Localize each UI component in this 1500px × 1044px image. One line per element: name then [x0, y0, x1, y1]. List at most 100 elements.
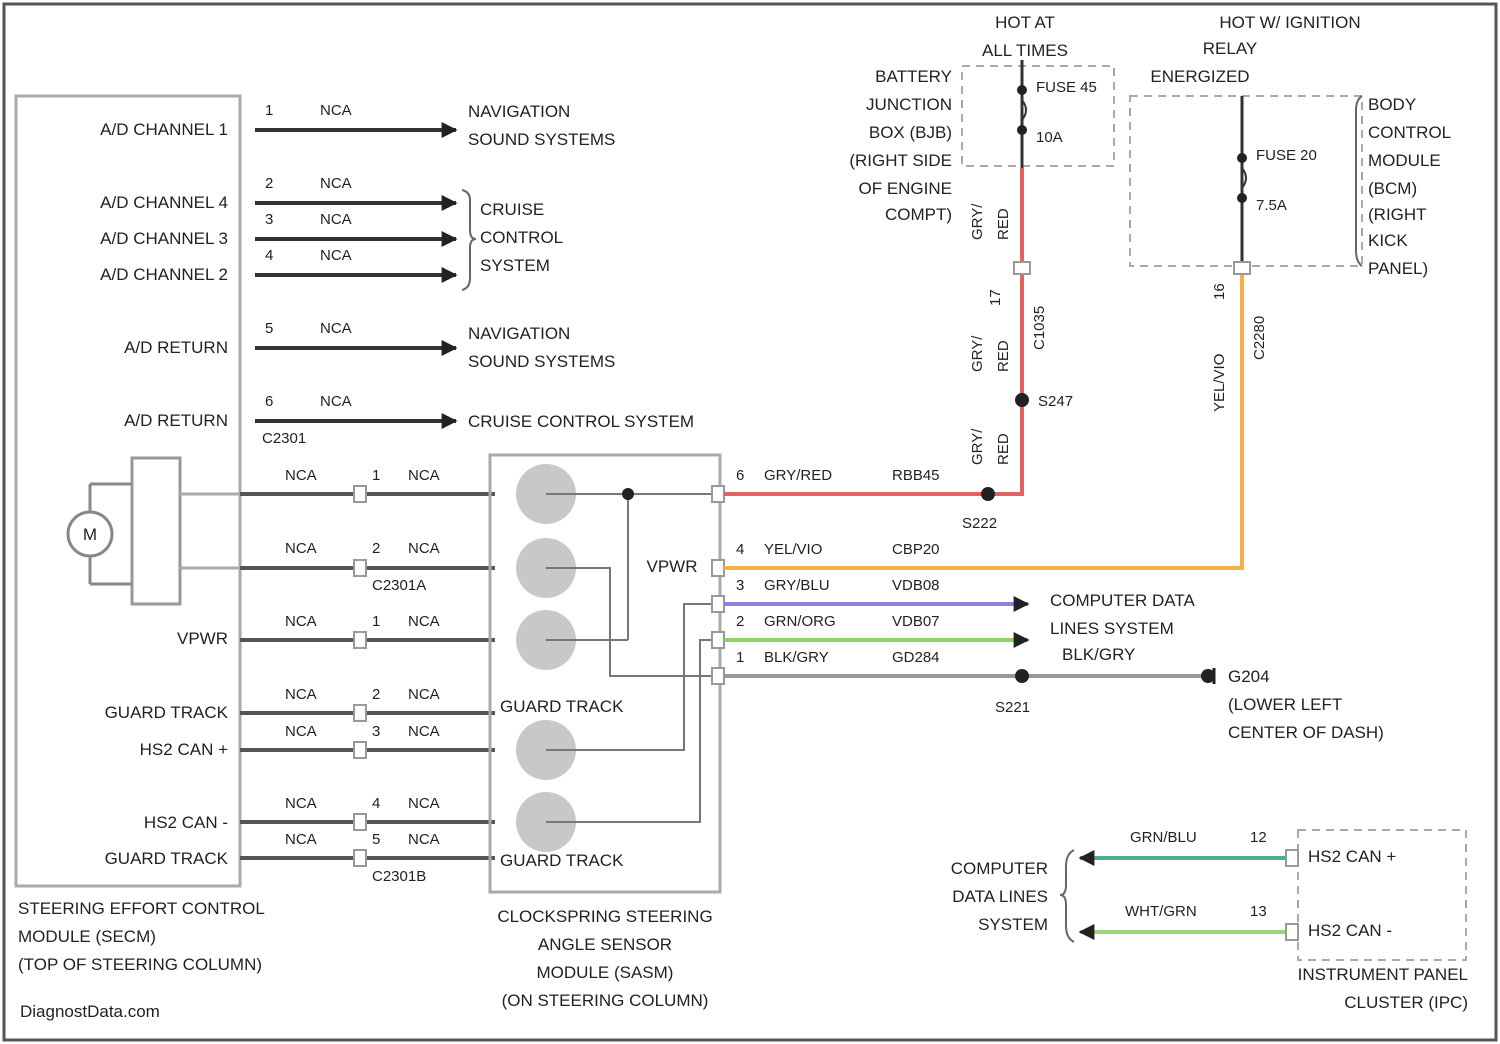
svg-text:ANGLE SENSOR: ANGLE SENSOR [538, 935, 672, 954]
circuit-code: NCA [408, 723, 440, 740]
g204-location: (LOWER LEFT [1228, 695, 1342, 714]
svg-text:PANEL): PANEL) [1368, 259, 1428, 278]
splice-s247 [1015, 393, 1029, 407]
wire-color: BLK/GRY [764, 649, 829, 666]
pin-number: 6 [265, 393, 273, 410]
wire-color: YEL/VIO [764, 541, 822, 558]
svg-text:HOT W/ IGNITION: HOT W/ IGNITION [1219, 13, 1360, 32]
pin-number: 2 [372, 540, 380, 557]
ipc-name: INSTRUMENT PANEL [1298, 965, 1468, 984]
ipc-wire-color: WHT/GRN [1125, 903, 1197, 920]
connector-c2301: C2301 [262, 430, 306, 447]
power-section: HOT AT ALL TIMES HOT W/ IGNITION RELAY E… [849, 13, 1451, 465]
ad-channel-2-label: A/D CHANNEL 2 [100, 265, 228, 284]
connector-c2301b: C2301B [372, 868, 426, 885]
ad-wires [255, 130, 456, 421]
cruise-control: SYSTEM [480, 256, 550, 275]
svg-text:COMPT): COMPT) [885, 205, 952, 224]
cdl-label: COMPUTER DATA [1050, 591, 1195, 610]
ipc-cdl: COMPUTER [951, 859, 1048, 878]
blk-gry-label: BLK/GRY [1062, 645, 1135, 664]
svg-text:RELAY: RELAY [1203, 39, 1258, 58]
ipc-pin: 13 [1250, 903, 1267, 920]
ad-channel-4-label: A/D CHANNEL 4 [100, 193, 228, 212]
s222-label: S222 [962, 515, 997, 532]
svg-text:MODULE (SASM): MODULE (SASM) [537, 963, 674, 982]
gry-red-label: RED [995, 340, 1012, 372]
circuit-id: VDB07 [892, 613, 940, 630]
sasm-guard-track: GUARD TRACK [500, 697, 624, 716]
ipc-wire-color: GRN/BLU [1130, 829, 1197, 846]
ipc-hs2-can-minus: HS2 CAN - [1308, 921, 1392, 940]
guard-track-label: GUARD TRACK [105, 703, 229, 722]
circuit-code: NCA [320, 211, 352, 228]
ground-g204 [1201, 668, 1215, 684]
ad-channel-3-label: A/D CHANNEL 3 [100, 229, 228, 248]
hs2-can-plus-label: HS2 CAN + [140, 740, 228, 759]
pin-number: 5 [265, 320, 273, 337]
hs2-can-minus-label: HS2 CAN - [144, 813, 228, 832]
wire-color: GRY/RED [764, 467, 832, 484]
gry-red-label: GRY/ [969, 203, 986, 240]
svg-text:MODULE (SECM): MODULE (SECM) [18, 927, 156, 946]
ipc-pin: 12 [1250, 829, 1267, 846]
pin-number: 2 [736, 613, 744, 630]
nav-sound-2: NAVIGATION [468, 324, 570, 343]
svg-text:HOT AT: HOT AT [995, 13, 1055, 32]
right-labels: COMPUTER DATA LINES SYSTEM BLK/GRY G204 … [1050, 591, 1384, 742]
svg-text:(RIGHT: (RIGHT [1368, 205, 1427, 224]
circuit-code: NCA [285, 686, 317, 703]
fuse-20-rating: 7.5A [1256, 197, 1287, 214]
cruise-control: CONTROL [480, 228, 563, 247]
gry-red-label: RED [995, 208, 1012, 240]
svg-text:(TOP OF STEERING COLUMN): (TOP OF STEERING COLUMN) [18, 955, 262, 974]
circuit-code: NCA [320, 393, 352, 410]
guard-track-label: GUARD TRACK [105, 849, 229, 868]
circuit-id: CBP20 [892, 541, 940, 558]
pin-number: 4 [265, 247, 273, 264]
motor-label: M [83, 525, 97, 544]
cruise-control: CRUISE [480, 200, 544, 219]
circuit-code: NCA [285, 795, 317, 812]
pin-number: 6 [736, 467, 744, 484]
pin-number: 3 [265, 211, 273, 228]
svg-text:CONTROL: CONTROL [1368, 123, 1451, 142]
circuit-code: NCA [408, 686, 440, 703]
pin-16: 16 [1211, 283, 1228, 300]
gry-red-label: RED [995, 433, 1012, 465]
nav-sound-1: NAVIGATION [468, 102, 570, 121]
ad-return-label: A/D RETURN [124, 338, 228, 357]
circuit-id: VDB08 [892, 577, 940, 594]
pin-number: 5 [372, 831, 380, 848]
ad-return-label: A/D RETURN [124, 411, 228, 430]
wire-color: GRN/ORG [764, 613, 836, 630]
vpwr-label: VPWR [177, 629, 228, 648]
pin-number: 1 [372, 467, 380, 484]
circuit-code: NCA [320, 320, 352, 337]
yel-vio-label: YEL/VIO [1211, 354, 1228, 412]
sasm-internal-wires [546, 494, 720, 822]
circuit-code: NCA [285, 723, 317, 740]
svg-text:JUNCTION: JUNCTION [866, 95, 952, 114]
pin-number: 2 [265, 175, 273, 192]
pin-number: 1 [736, 649, 744, 666]
secm-name: STEERING EFFORT CONTROL MODULE (SECM) (T… [18, 899, 265, 974]
circuit-code: NCA [285, 613, 317, 630]
svg-text:OF ENGINE: OF ENGINE [858, 179, 952, 198]
circuit-code: NCA [320, 175, 352, 192]
pin-number: 4 [736, 541, 744, 558]
splice-s222 [981, 487, 995, 501]
circuit-code: NCA [408, 831, 440, 848]
fuse-45-label: FUSE 45 [1036, 79, 1097, 96]
circuit-id: RBB45 [892, 467, 940, 484]
circuit-code: NCA [320, 247, 352, 264]
pin-number: 4 [372, 795, 380, 812]
c1035-label: C1035 [1031, 306, 1048, 350]
svg-text:CLOCKSPRING STEERING: CLOCKSPRING STEERING [497, 907, 712, 926]
connector-c2301a: C2301A [372, 577, 426, 594]
secm-ad-channels: A/D CHANNEL 1 A/D CHANNEL 4 A/D CHANNEL … [100, 120, 228, 430]
fuse-20-label: FUSE 20 [1256, 147, 1317, 164]
circuit-code: NCA [285, 540, 317, 557]
svg-text:BOX (BJB): BOX (BJB) [869, 123, 952, 142]
ipc-name: CLUSTER (IPC) [1344, 993, 1468, 1012]
